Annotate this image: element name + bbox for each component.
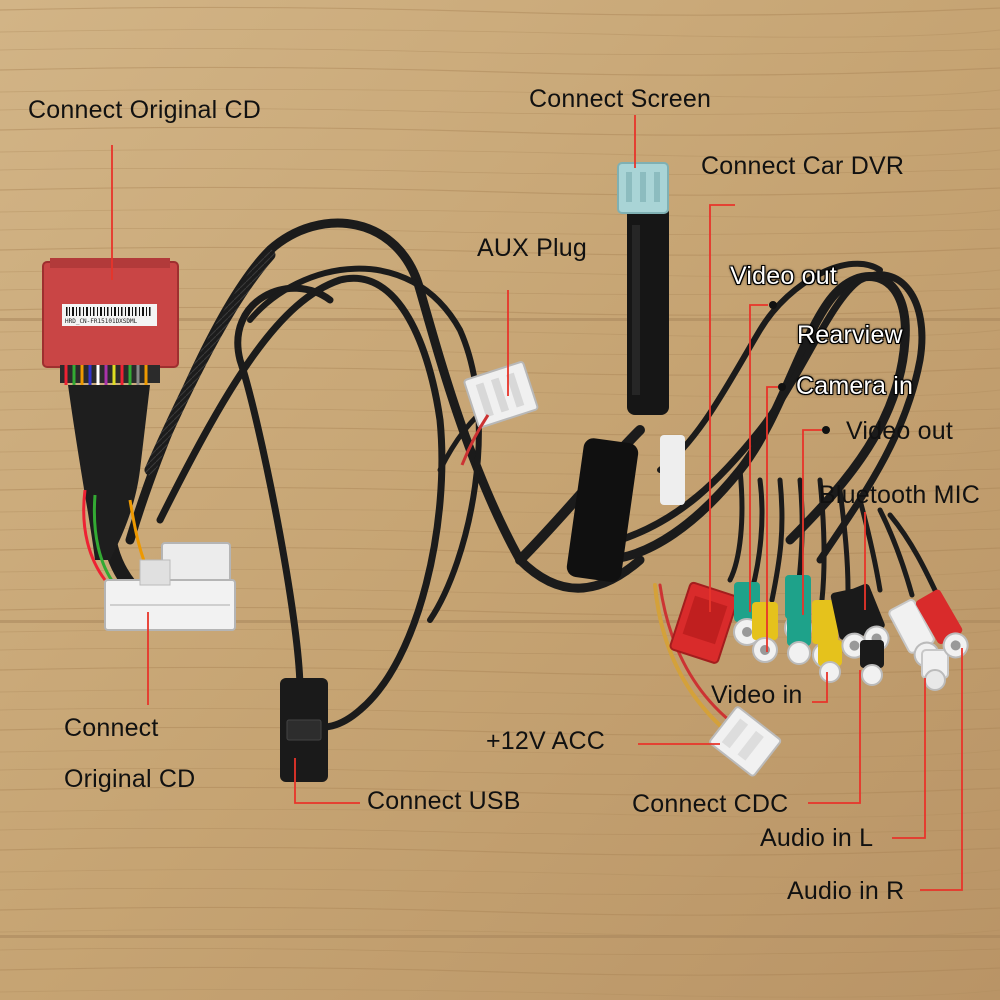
leader-usb (294, 758, 360, 804)
label-aux-plug: AUX Plug (477, 234, 587, 262)
leader-cdc (808, 670, 861, 804)
car-dvr-connector (669, 581, 739, 664)
rca-black-3 (860, 640, 884, 686)
leader-dots (769, 301, 830, 434)
rca-teal-3 (787, 610, 811, 665)
leader-video-out-2 (802, 429, 822, 615)
label-connect-cdc: Connect CDC (632, 790, 789, 818)
usb-connector (280, 678, 328, 782)
label-connect-usb: Connect USB (367, 787, 521, 815)
label-plus12v-acc: +12V ACC (486, 727, 606, 755)
leader-camera-in (766, 386, 778, 652)
original-cd-red-connector: HRD_CN-FR15101DXSDML (42, 258, 179, 586)
label-video-in: Video in (711, 681, 803, 709)
original-cd-white-connector (104, 542, 236, 631)
label-video-out-1: Video out (730, 262, 837, 290)
barcode-text: HRD_CN-FR15101DXSDML (65, 318, 138, 325)
leader-audio-l (892, 678, 926, 839)
rca-yellow-1 (752, 602, 778, 663)
label-audio-in-r: Audio in R (787, 877, 905, 905)
barcode-sticker (66, 307, 151, 316)
screen-connector (617, 162, 669, 214)
label-connect-bottom: Connect (64, 714, 159, 742)
label-original-cd-bottom: Original CD (64, 765, 196, 793)
label-rearview: Rearview (797, 321, 903, 349)
label-bluetooth-mic: Bluetooth MIC (819, 481, 981, 509)
label-camera-in: Camera in (796, 372, 914, 400)
rca-red-audio-r (915, 589, 969, 659)
label-connect-original-cd-top: Connect Original CD (28, 96, 262, 124)
label-audio-in-l: Audio in L (760, 824, 874, 852)
leader-video-in (812, 672, 828, 703)
leader-video-out-1 (749, 304, 768, 612)
label-video-out-2: Video out (846, 417, 953, 445)
acc-connector (709, 706, 782, 777)
leader-car-dvr (709, 204, 735, 612)
rca-white-2 (921, 649, 949, 691)
label-connect-screen: Connect Screen (529, 85, 712, 113)
leader-audio-r (920, 648, 963, 891)
inline-module (566, 438, 639, 582)
rca-yellow-3 (818, 640, 842, 683)
leader-lines (111, 115, 963, 891)
label-connect-car-dvr: Connect Car DVR (701, 152, 905, 180)
aux-connector (463, 361, 539, 429)
